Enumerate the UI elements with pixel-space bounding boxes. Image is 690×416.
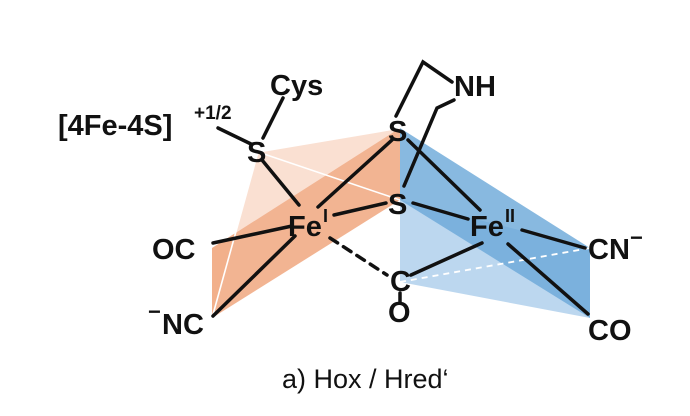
s-cys-label: S	[247, 137, 266, 169]
atom-labels: [4Fe-4S] +1/2 Cys S S NH S Fe I Fe II OC…	[58, 70, 643, 347]
figure-caption: a) Hox / Hred‘	[282, 364, 449, 394]
bond-cluster-scys	[216, 126, 253, 146]
co-right-label: CO	[588, 315, 632, 347]
bond-fe1-bridge-c-dashed	[328, 236, 389, 277]
fe1-polyhedron-back-face	[212, 128, 400, 318]
s-mid-label: S	[388, 189, 407, 221]
fe1-oxidation-state: I	[323, 206, 328, 226]
bond-smid-fe2	[411, 201, 470, 221]
bridge-c-label: C	[390, 266, 411, 298]
bond-fe2-bridge-c	[409, 241, 484, 277]
bond-fe1-nc	[211, 234, 297, 318]
bond-fe1-oc	[211, 224, 294, 245]
fe2-polyhedron-upper-face	[400, 128, 590, 318]
fe1-polyhedron-edge	[211, 151, 259, 319]
nh-label: NH	[454, 71, 496, 103]
bond-fe2-co	[506, 242, 590, 316]
bond-azadithiolate-bridge-lower	[402, 98, 456, 188]
bonds	[211, 59, 590, 318]
nc-left-label: NC	[162, 309, 204, 341]
fe2-oxidation-state: II	[505, 206, 515, 226]
fe2-label: Fe	[470, 211, 504, 243]
fe1-polyhedron-edge	[257, 127, 401, 153]
cluster-label: [4Fe-4S]	[58, 110, 172, 142]
cn-right-minus: −	[630, 225, 643, 250]
bond-scys-fe1	[260, 158, 301, 207]
bond-stop-fe1	[316, 138, 394, 209]
nc-left-minus: −	[148, 299, 161, 324]
fe1-polyhedron-edge	[257, 151, 401, 201]
bond-azadithiolate-bridge	[394, 59, 454, 118]
fe2-polyhedron	[399, 128, 591, 318]
fe1-label: Fe	[288, 211, 322, 243]
cys-label: Cys	[270, 70, 323, 102]
cluster-charge-superscript: +1/2	[194, 103, 232, 124]
oc-left-label: OC	[152, 234, 196, 266]
bridge-o-label: O	[388, 297, 411, 329]
bond-smid-fe1	[332, 201, 388, 217]
bond-scys-cys	[261, 96, 285, 140]
cn-right-label: CN	[588, 234, 630, 266]
bond-fe2-cn	[520, 228, 587, 250]
s-top-label: S	[388, 116, 407, 148]
